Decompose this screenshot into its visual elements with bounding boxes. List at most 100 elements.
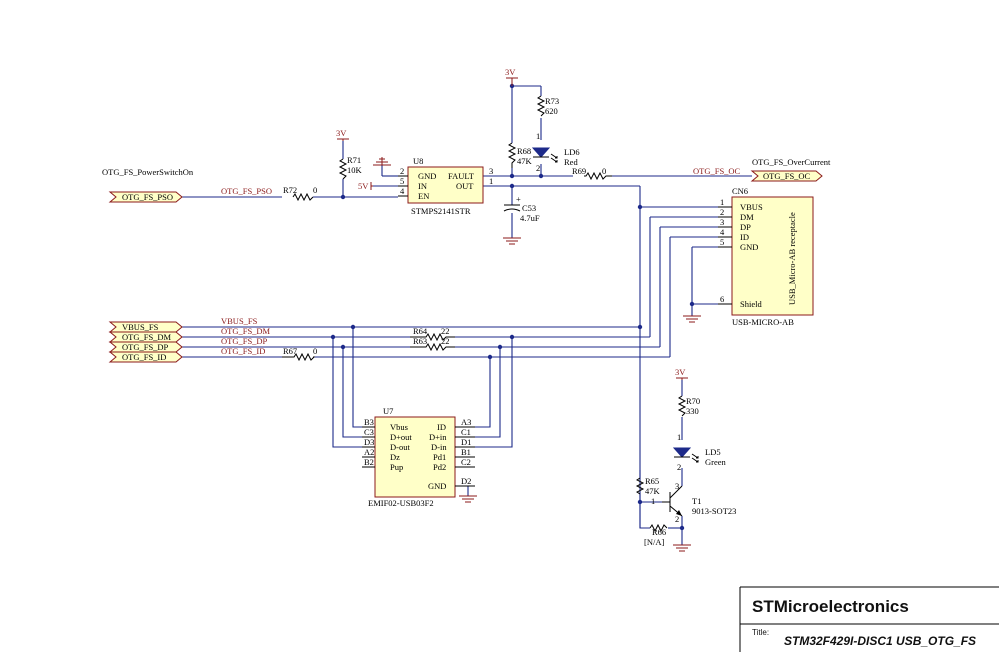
pin-number: D1 <box>461 437 471 447</box>
connector-cn6[interactable]: CN6 USB-MICRO-AB USB_Micro-AB receptacle… <box>718 186 814 327</box>
resistor-r66[interactable]: R66 [N/A] <box>644 523 668 547</box>
pin-label: ID <box>437 422 446 432</box>
port-label: OTG_FS_ID <box>122 352 166 362</box>
title-block: STMicroelectronics Title: STM32F429I-DIS… <box>739 586 999 652</box>
resistor-r72[interactable]: R72 0 <box>283 185 317 202</box>
junction <box>509 173 515 179</box>
junction <box>340 344 346 350</box>
resistor-r71[interactable]: R71 10K <box>338 155 363 180</box>
ref-designator: R72 <box>283 185 297 195</box>
port-vbus-fs[interactable]: VBUS_FS <box>108 321 183 333</box>
pin-number: 1 <box>677 432 681 442</box>
resistor-r63[interactable]: R63 22 <box>410 336 455 352</box>
pin-label: Vbus <box>390 422 408 432</box>
ref-designator: R67 <box>283 346 297 356</box>
ref-designator: R70 <box>686 396 700 406</box>
ic-u7[interactable]: U7 EMIF02-USB03F2 B3 Vbus C3 D+out D3 D-… <box>362 406 475 508</box>
ic-u8[interactable]: U8 GND IN EN FAULT OUT 2 5 4 3 1 STMPS21… <box>398 156 493 216</box>
junction <box>637 324 643 330</box>
pin-label: Pd1 <box>433 452 446 462</box>
pin-label: Dz <box>390 452 400 462</box>
pin-number: C2 <box>461 457 471 467</box>
port-otg-fs-pso[interactable]: OTG_FS_PSO <box>108 191 183 203</box>
port-otg-fs-id[interactable]: OTG_FS_ID <box>108 351 183 363</box>
transistor-t1[interactable]: 3 1 2 T1 9013-SOT23 <box>651 481 736 524</box>
junction <box>509 183 515 189</box>
resistor-r70[interactable]: R70 330 <box>677 395 700 417</box>
pin-number: 4 <box>400 186 405 196</box>
part-number: STMPS2141STR <box>411 206 471 216</box>
component-value: 0 <box>313 185 317 195</box>
resistor-r64[interactable]: R64 22 <box>410 326 455 342</box>
component-value: [N/A] <box>644 537 664 547</box>
polarity-mark: + <box>516 194 521 204</box>
component-value: 47K <box>645 486 661 496</box>
led-ld5[interactable]: 1 2 LD5 Green <box>672 432 727 472</box>
port-label: OTG_FS_PSO <box>122 192 173 202</box>
power-label: 5V <box>358 181 369 191</box>
pin-label: GND <box>428 481 446 491</box>
ref-designator: U7 <box>383 406 393 416</box>
net-label-dp: OTG_FS_DP <box>221 336 268 346</box>
power-3v-r70: 3V <box>675 367 688 380</box>
pin-number: 1 <box>489 176 493 186</box>
junctions <box>330 83 695 531</box>
component-value: 22 <box>441 326 450 336</box>
pin-label: ID <box>740 232 749 242</box>
port-label: OTG_FS_DP <box>122 342 169 352</box>
ref-designator: T1 <box>692 496 701 506</box>
resistor-r65[interactable]: R65 47K <box>635 476 661 496</box>
ground-c53 <box>503 237 521 245</box>
port-otg-fs-oc[interactable]: OTG_FS_OC <box>750 170 823 182</box>
pin-number: 3 <box>489 166 493 176</box>
pin-label: DM <box>740 212 754 222</box>
pin-label: D-in <box>431 442 447 452</box>
junction <box>689 301 695 307</box>
component-value: 22 <box>441 336 450 346</box>
resistor-r67[interactable]: R67 0 <box>282 346 317 362</box>
part-number: USB-MICRO-AB <box>732 317 794 327</box>
pin-label: Pup <box>390 462 403 472</box>
pin-number: D3 <box>364 437 374 447</box>
port-label: OTG_FS_DM <box>122 332 172 342</box>
pin-number: 6 <box>720 294 724 304</box>
ref-designator: R65 <box>645 476 659 486</box>
capacitor-c53[interactable]: + C53 4.7uF <box>503 194 540 223</box>
power-3v-top: 3V <box>505 67 518 86</box>
led-ld6[interactable]: 1 2 LD6 Red <box>531 131 580 173</box>
ref-designator: U8 <box>413 156 423 166</box>
title-label: Title: <box>752 628 769 637</box>
pin-label: EN <box>418 191 429 201</box>
component-value: Red <box>564 157 578 167</box>
junction <box>340 194 346 200</box>
ref-designator: LD5 <box>705 447 721 457</box>
pin-number: 1 <box>651 496 655 506</box>
pin-label: GND <box>740 242 758 252</box>
net-label-overcurrent: OTG_FS_OverCurrent <box>752 157 831 167</box>
resistor-r73[interactable]: R73 620 <box>536 95 559 117</box>
net-label-vbus: VBUS_FS <box>221 316 258 326</box>
port-otg-fs-dp[interactable]: OTG_FS_DP <box>108 341 183 353</box>
pin-number: 5 <box>720 237 724 247</box>
pin-number: B1 <box>461 447 471 457</box>
pin-label: Shield <box>740 299 762 309</box>
pin-number: 2 <box>675 514 679 524</box>
ref-designator: CN6 <box>732 186 748 196</box>
power-3v-r71: 3V <box>336 128 349 141</box>
port-otg-fs-dm[interactable]: OTG_FS_DM <box>108 331 183 343</box>
pin-number: D2 <box>461 476 471 486</box>
component-value: Green <box>705 457 727 467</box>
resistor-r68[interactable]: R68 47K <box>507 142 533 168</box>
component-value: 330 <box>686 406 699 416</box>
pin-number: 3 <box>675 481 679 491</box>
part-number: EMIF02-USB03F2 <box>368 498 434 508</box>
ref-designator: R66 <box>652 527 666 537</box>
pin-number: 2 <box>536 163 540 173</box>
pin-number: 2 <box>677 462 681 472</box>
pin-number: 4 <box>720 227 725 237</box>
resistor-r69[interactable]: R69 0 <box>572 166 612 181</box>
company-name: STMicroelectronics <box>752 597 909 616</box>
junction <box>637 499 643 505</box>
junction <box>350 324 356 330</box>
